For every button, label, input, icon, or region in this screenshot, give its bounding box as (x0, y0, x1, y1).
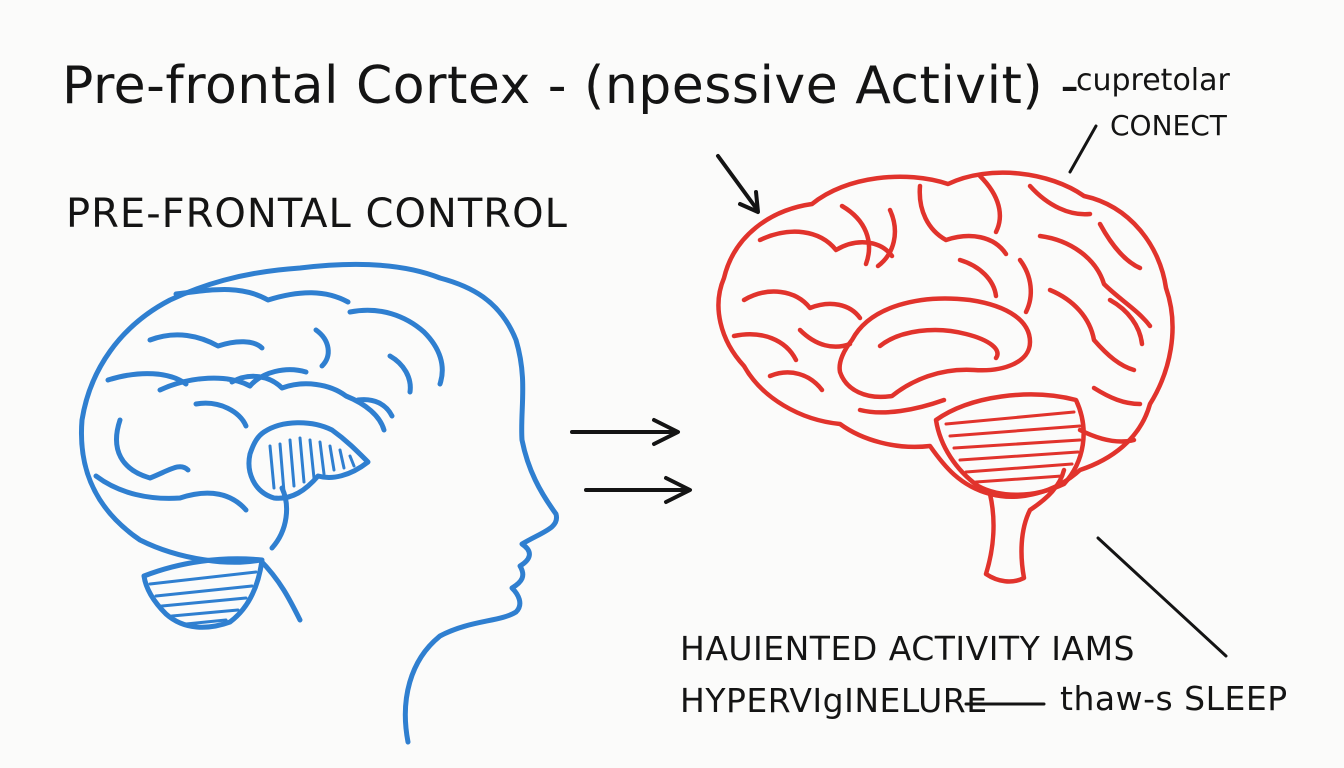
diagram-title: Pre-frontal Cortex - (npessive Activit) … (62, 56, 1080, 116)
head-profile-brain-icon (78, 261, 559, 745)
corner-annotation-line2: CONECT (1110, 109, 1227, 142)
double-arrow-icon (570, 418, 692, 504)
annotation-lines (964, 536, 1228, 706)
bottom-annotation-line3: thaw-s SLEEP (1060, 679, 1288, 718)
brain-icon (716, 170, 1175, 584)
corner-annotation-line1: cupretolar (1076, 63, 1230, 98)
corner-leader-line (1068, 124, 1098, 174)
bottom-annotation-line1: HAUIENTED ACTIVITY IAMS (680, 629, 1135, 668)
pointer-arrow (716, 154, 760, 214)
head-outline (78, 261, 559, 745)
left-figure-heading: PRE-FRONTAL CONTROL (66, 191, 568, 237)
bottom-annotation-line2: HYPERVIgINELURE (680, 681, 988, 720)
brain-outline (716, 170, 1175, 499)
